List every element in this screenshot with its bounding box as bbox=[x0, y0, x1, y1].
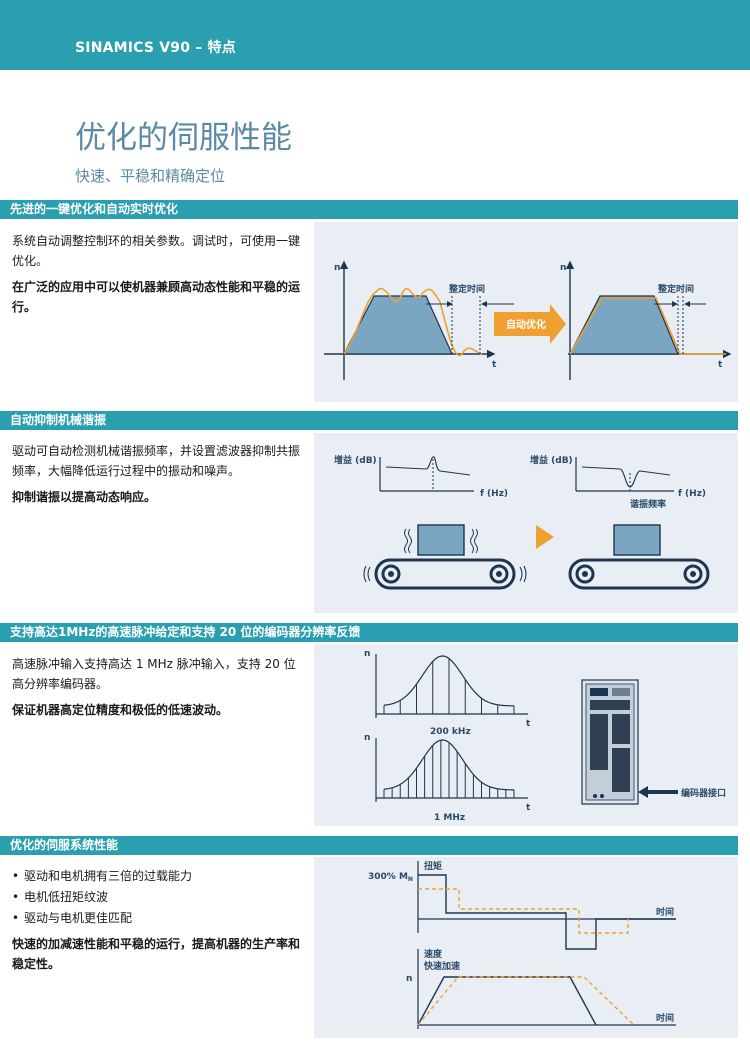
page-title: 优化的伺服性能 bbox=[75, 120, 292, 156]
torque-axis-label: 扭矩 bbox=[424, 860, 442, 872]
axis-t-label: t bbox=[526, 719, 531, 729]
conveyor-vibrating bbox=[363, 524, 527, 590]
pulse-graph-200khz: n t 200 kHz bbox=[364, 649, 531, 737]
encoder-interface-callout: 编码器接口 bbox=[638, 786, 726, 799]
section-bar-system: 优化的伺服系统性能 bbox=[0, 836, 738, 855]
oscillating-response-curve bbox=[343, 287, 483, 357]
fast-accel-label: 快速加速 bbox=[424, 960, 460, 972]
feature-list-item: 驱动和电机拥有三倍的过载能力 bbox=[12, 866, 300, 886]
setpoint-trapezoid bbox=[569, 295, 679, 355]
untuned-response-graph: n t 整定时间 bbox=[324, 260, 514, 380]
speed-axis-label: 速度 bbox=[424, 948, 443, 960]
section-bold-text: 快速的加减速性能和平稳的运行，提高机器的生产率和稳定性。 bbox=[12, 937, 301, 971]
feature-list: 驱动和电机拥有三倍的过载能力 电机低扭矩纹波 驱动与电机更佳匹配 bbox=[12, 866, 300, 928]
servo-drive-illustration bbox=[581, 679, 639, 805]
conveyor-stable bbox=[568, 524, 710, 590]
section-text-tuning: 系统自动调整控制环的相关参数。调试时，可使用一键优化。 在广泛的应用中可以使机器… bbox=[12, 231, 300, 323]
resonance-frequency-label: 谐振频率 bbox=[630, 498, 666, 510]
axis-n-label: n bbox=[560, 263, 566, 273]
axis-n-label: n bbox=[406, 974, 412, 984]
axis-t-label: t bbox=[718, 360, 723, 370]
section-text-pulse: 高速脉冲输入支持高达 1 MHz 脉冲输入，支持 20 位高分辨率编码器。 保证… bbox=[12, 654, 300, 726]
section-paragraph: 驱动可自动检测机械谐振频率，并设置滤波器抑制共振频率，大幅降低运行过程中的振动和… bbox=[12, 444, 301, 478]
encoder-interface-label: 编码器接口 bbox=[681, 787, 726, 799]
tuned-response-curve bbox=[569, 297, 726, 355]
torque-graph: 扭矩 300% MN 时间 bbox=[368, 860, 676, 950]
pulse-graph-1mhz: n t 1 MHz bbox=[364, 733, 531, 823]
header-bar: SINAMICS V90 – 特点 bbox=[0, 0, 750, 70]
section-bold-text: 保证机器高定位精度和极低的低速波动。 bbox=[12, 703, 229, 717]
feature-list-item: 驱动与电机更佳匹配 bbox=[12, 908, 300, 928]
section-text-system: 驱动和电机拥有三倍的过载能力 电机低扭矩纹波 驱动与电机更佳匹配 快速的加减速性… bbox=[12, 866, 300, 980]
section-bar-pulse: 支持高达1MHz的高速脉冲给定和支持 20 位的编码器分辨率反馈 bbox=[0, 623, 738, 642]
torque-level-label: 300% MN bbox=[368, 872, 413, 883]
speed-graph: 速度 快速加速 n 时间 bbox=[406, 948, 676, 1029]
axis-n-label: n bbox=[364, 649, 370, 659]
section-bar-resonance: 自动抑制机械谐振 bbox=[0, 411, 738, 430]
feature-list-item: 电机低扭矩纹波 bbox=[12, 887, 300, 907]
auto-tune-label: 自动优化 bbox=[506, 318, 546, 331]
gain-axis-label: 增益 (dB) bbox=[334, 454, 377, 466]
axis-n-label: n bbox=[334, 263, 340, 273]
section-bold-text: 抑制谐振以提高动态响应。 bbox=[12, 490, 157, 504]
tuning-figure: n t 整定时间 自动优化 n t 整定时间 bbox=[314, 222, 738, 402]
section-bold-text: 在广泛的应用中可以使机器兼顾高动态性能和平稳的运行。 bbox=[12, 280, 301, 314]
axis-t-label: t bbox=[492, 360, 497, 370]
gain-axis-label: 增益 (dB) bbox=[530, 454, 573, 466]
gain-plot-before: 增益 (dB) f (Hz) bbox=[334, 454, 508, 499]
time-axis-label: 时间 bbox=[656, 906, 674, 918]
transition-arrow bbox=[536, 525, 554, 549]
section-bar-tuning: 先进的一键优化和自动实时优化 bbox=[0, 200, 738, 219]
frequency-axis-label: f (Hz) bbox=[480, 489, 508, 499]
pulse-figure: n t 200 kHz n t 1 MHz bbox=[314, 644, 738, 826]
resonance-figure: 增益 (dB) f (Hz) 增益 (dB) f (Hz) 谐振频率 bbox=[314, 433, 738, 613]
settle-time-label: 整定时间 bbox=[448, 283, 485, 295]
auto-tune-arrow: 自动优化 bbox=[494, 304, 566, 344]
settle-time-label: 整定时间 bbox=[657, 283, 694, 295]
gain-plot-after: 增益 (dB) f (Hz) 谐振频率 bbox=[530, 454, 706, 510]
axis-n-label: n bbox=[364, 733, 370, 743]
frequency-axis-label: f (Hz) bbox=[678, 489, 706, 499]
brand-title: SINAMICS V90 – 特点 bbox=[75, 40, 236, 56]
pulse-frequency-label: 1 MHz bbox=[434, 813, 465, 823]
pulse-frequency-label: 200 kHz bbox=[430, 727, 471, 737]
page-subtitle: 快速、平稳和精确定位 bbox=[75, 167, 226, 185]
time-axis-label: 时间 bbox=[656, 1012, 674, 1024]
section-paragraph: 高速脉冲输入支持高达 1 MHz 脉冲输入，支持 20 位高分辨率编码器。 bbox=[12, 657, 296, 691]
setpoint-trapezoid bbox=[343, 295, 453, 355]
system-figure: 扭矩 300% MN 时间 速度 快速加速 n 时间 bbox=[314, 857, 738, 1038]
tuned-response-graph: n t 整定时间 bbox=[560, 260, 732, 380]
section-text-resonance: 驱动可自动检测机械谐振频率，并设置滤波器抑制共振频率，大幅降低运行过程中的振动和… bbox=[12, 441, 300, 513]
axis-t-label: t bbox=[526, 803, 531, 813]
section-paragraph: 系统自动调整控制环的相关参数。调试时，可使用一键优化。 bbox=[12, 234, 301, 268]
